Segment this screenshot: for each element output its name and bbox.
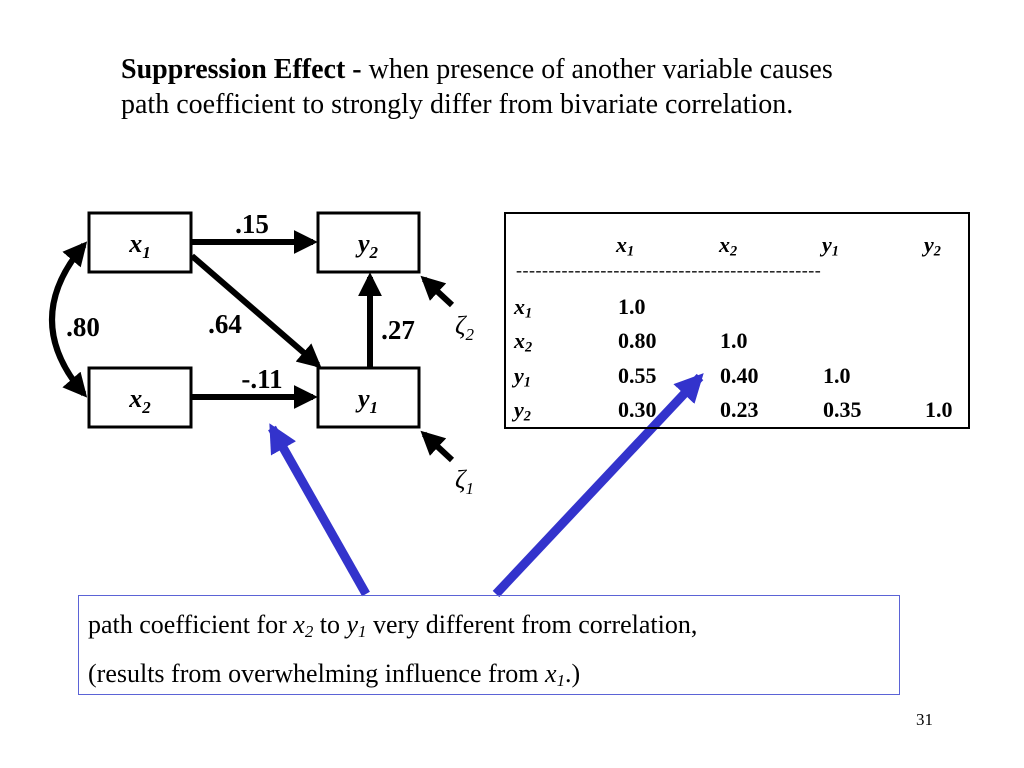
cell: 1.0 <box>720 328 748 353</box>
cell: 0.30 <box>618 397 657 422</box>
highlight-arrow-path <box>268 423 370 597</box>
path-zeta1-y1 <box>420 430 455 463</box>
coef-y1-y2: .27 <box>381 315 415 345</box>
node-x1: x1 <box>87 211 193 274</box>
svg-text:y1: y1 <box>355 384 378 417</box>
svg-text:y2: y2 <box>355 229 379 262</box>
slide-title: Suppression Effect - when presence of an… <box>121 52 881 122</box>
title-bold: Suppression Effect - <box>121 54 362 85</box>
path-x1-y1 <box>190 253 322 369</box>
row-label-x2: x2 <box>514 328 533 356</box>
coef-x1-x2: .80 <box>66 312 100 342</box>
table-separator: ----------------------------------------… <box>516 260 822 280</box>
col-header-y2: y2 <box>924 232 941 260</box>
cell: 0.23 <box>720 397 759 422</box>
row-label-y2: y2 <box>514 397 531 425</box>
cell: 1.0 <box>618 294 646 319</box>
zeta1-label: ζ1 <box>455 465 474 498</box>
cell: 1.0 <box>925 397 953 422</box>
coef-x1-y1: .64 <box>208 309 242 339</box>
correlation-table: x1 x2 y1 y2 ----------------------------… <box>504 212 970 429</box>
page-number: 31 <box>916 710 933 729</box>
row-label-y1: y1 <box>514 363 531 391</box>
svg-text:x1: x1 <box>128 229 151 262</box>
note-line-1: path coefficient for x2 to y1 very diffe… <box>88 610 698 642</box>
zeta2-label: ζ2 <box>455 311 475 344</box>
cell: 0.80 <box>618 328 657 353</box>
col-header-y1: y1 <box>822 232 839 260</box>
col-header-x1: x1 <box>616 232 635 260</box>
cell-x2-y1-correlation: 0.40 <box>720 363 759 388</box>
title-rest: when presence of another variable causes… <box>121 54 833 120</box>
highlight-arrow-correlation <box>492 373 704 598</box>
cell: 0.55 <box>618 363 657 388</box>
svg-text:x2: x2 <box>128 384 151 417</box>
col-header-x2: x2 <box>719 232 738 260</box>
node-y1: y1 <box>316 366 421 429</box>
correlation-x1-x2 <box>49 241 88 398</box>
node-y2: y2 <box>316 211 421 274</box>
node-x2: x2 <box>87 366 193 429</box>
coef-x1-y2: .15 <box>235 209 269 239</box>
note-line-2: (results from overwhelming influence fro… <box>88 659 581 691</box>
explanation-note: path coefficient for x2 to y1 very diffe… <box>78 595 900 695</box>
cell: 0.35 <box>823 397 862 422</box>
cell: 1.0 <box>823 363 851 388</box>
coef-x2-y1: -.11 <box>241 364 282 394</box>
row-label-x1: x1 <box>514 294 533 322</box>
path-zeta2-y2 <box>420 275 455 308</box>
